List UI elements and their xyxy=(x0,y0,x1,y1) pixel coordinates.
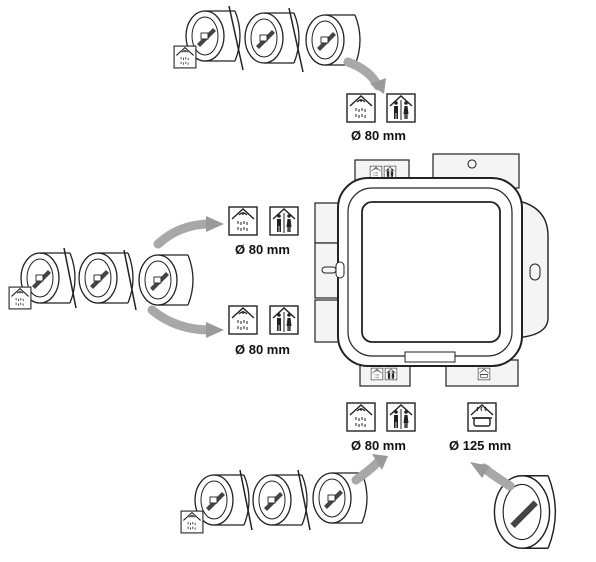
valve-group-bottom xyxy=(180,469,368,534)
valve-kitchen xyxy=(493,475,556,549)
arrow-bottom-right xyxy=(479,463,515,491)
bottom-room-icon xyxy=(346,402,376,432)
arrow-bottom-left xyxy=(351,457,383,485)
top-room-icon xyxy=(346,93,376,123)
label-mid-upper: Ø 80 mm xyxy=(235,242,290,257)
valve-group-left xyxy=(8,247,194,311)
mid-lower-room-icon xyxy=(228,305,258,335)
kitchen-icon xyxy=(467,402,497,432)
arrow-mid-lower xyxy=(147,305,215,335)
ventilation-unit xyxy=(314,153,549,387)
label-top: Ø 80 mm xyxy=(351,128,406,143)
arrow-mid-upper xyxy=(153,219,215,249)
top-toilet-icon xyxy=(386,93,416,123)
valve-group-top xyxy=(173,5,361,73)
mid-lower-toilet-icon xyxy=(269,305,299,335)
mid-upper-toilet-icon xyxy=(269,206,299,236)
bottom-toilet-icon xyxy=(386,402,416,432)
label-bottom-left: Ø 80 mm xyxy=(351,438,406,453)
label-mid-lower: Ø 80 mm xyxy=(235,342,290,357)
label-bottom-right: Ø 125 mm xyxy=(449,438,512,453)
arrow-top xyxy=(343,57,383,91)
mid-upper-room-icon xyxy=(228,206,258,236)
